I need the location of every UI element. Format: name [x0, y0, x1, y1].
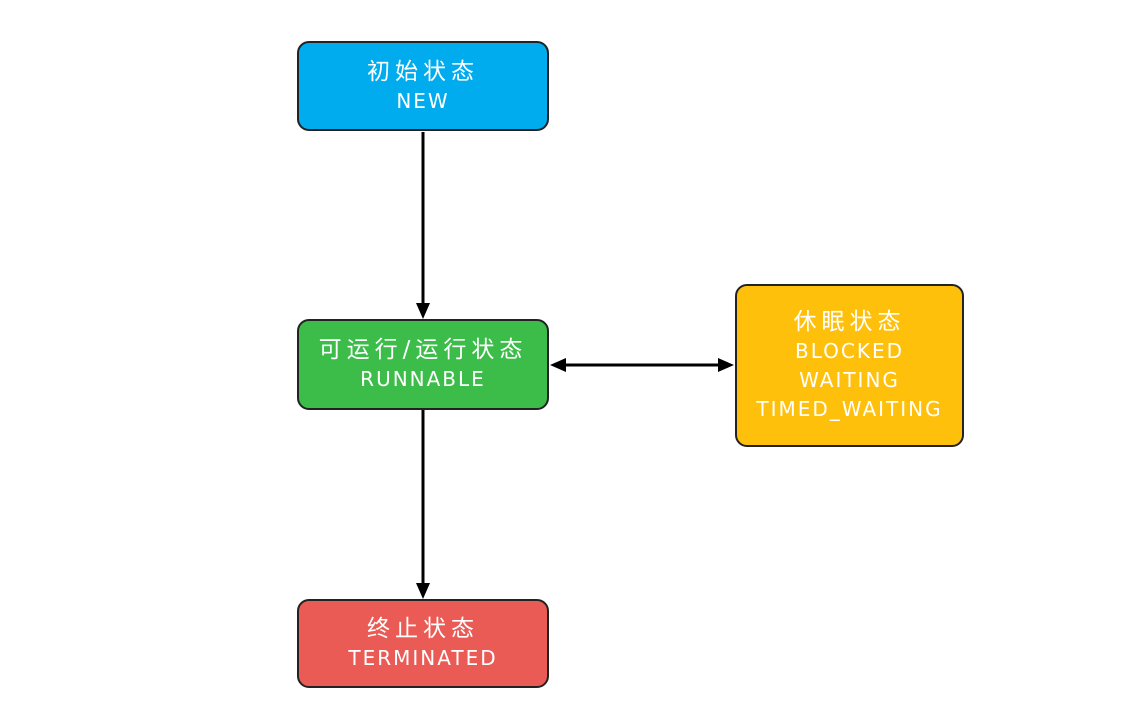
node-new-label-zh: 初始状态	[367, 58, 479, 85]
node-sleeping-label-blocked: BLOCKED	[794, 339, 904, 363]
node-terminated-label-en: TERMINATED	[348, 646, 498, 670]
arrowhead-right-icon	[718, 358, 734, 372]
node-sleeping-state: 休眠状态 BLOCKED WAITING TIMED_WAITING	[735, 284, 964, 447]
node-terminated-state: 终止状态 TERMINATED	[297, 599, 549, 688]
node-terminated-label-zh: 终止状态	[367, 616, 479, 642]
arrow-runnable-to-terminated	[416, 410, 430, 599]
node-sleeping-label-zh: 休眠状态	[793, 309, 906, 335]
node-new-state: 初始状态 NEW	[297, 41, 549, 131]
arrowhead-down-icon	[416, 303, 430, 319]
arrowhead-down-icon	[416, 583, 430, 599]
node-new-label-en: NEW	[396, 88, 450, 113]
node-runnable-state: 可运行/运行状态 RUNNABLE	[297, 319, 549, 410]
arrowhead-left-icon	[550, 358, 566, 372]
node-sleeping-label-timed-waiting: TIMED_WAITING	[756, 397, 943, 421]
node-sleeping-label-waiting: WAITING	[799, 368, 900, 392]
node-runnable-label-en: RUNNABLE	[360, 367, 486, 391]
node-runnable-label-zh: 可运行/运行状态	[318, 337, 528, 363]
arrow-new-to-runnable	[416, 132, 430, 319]
arrow-runnable-sleeping-bidirectional	[550, 358, 734, 372]
